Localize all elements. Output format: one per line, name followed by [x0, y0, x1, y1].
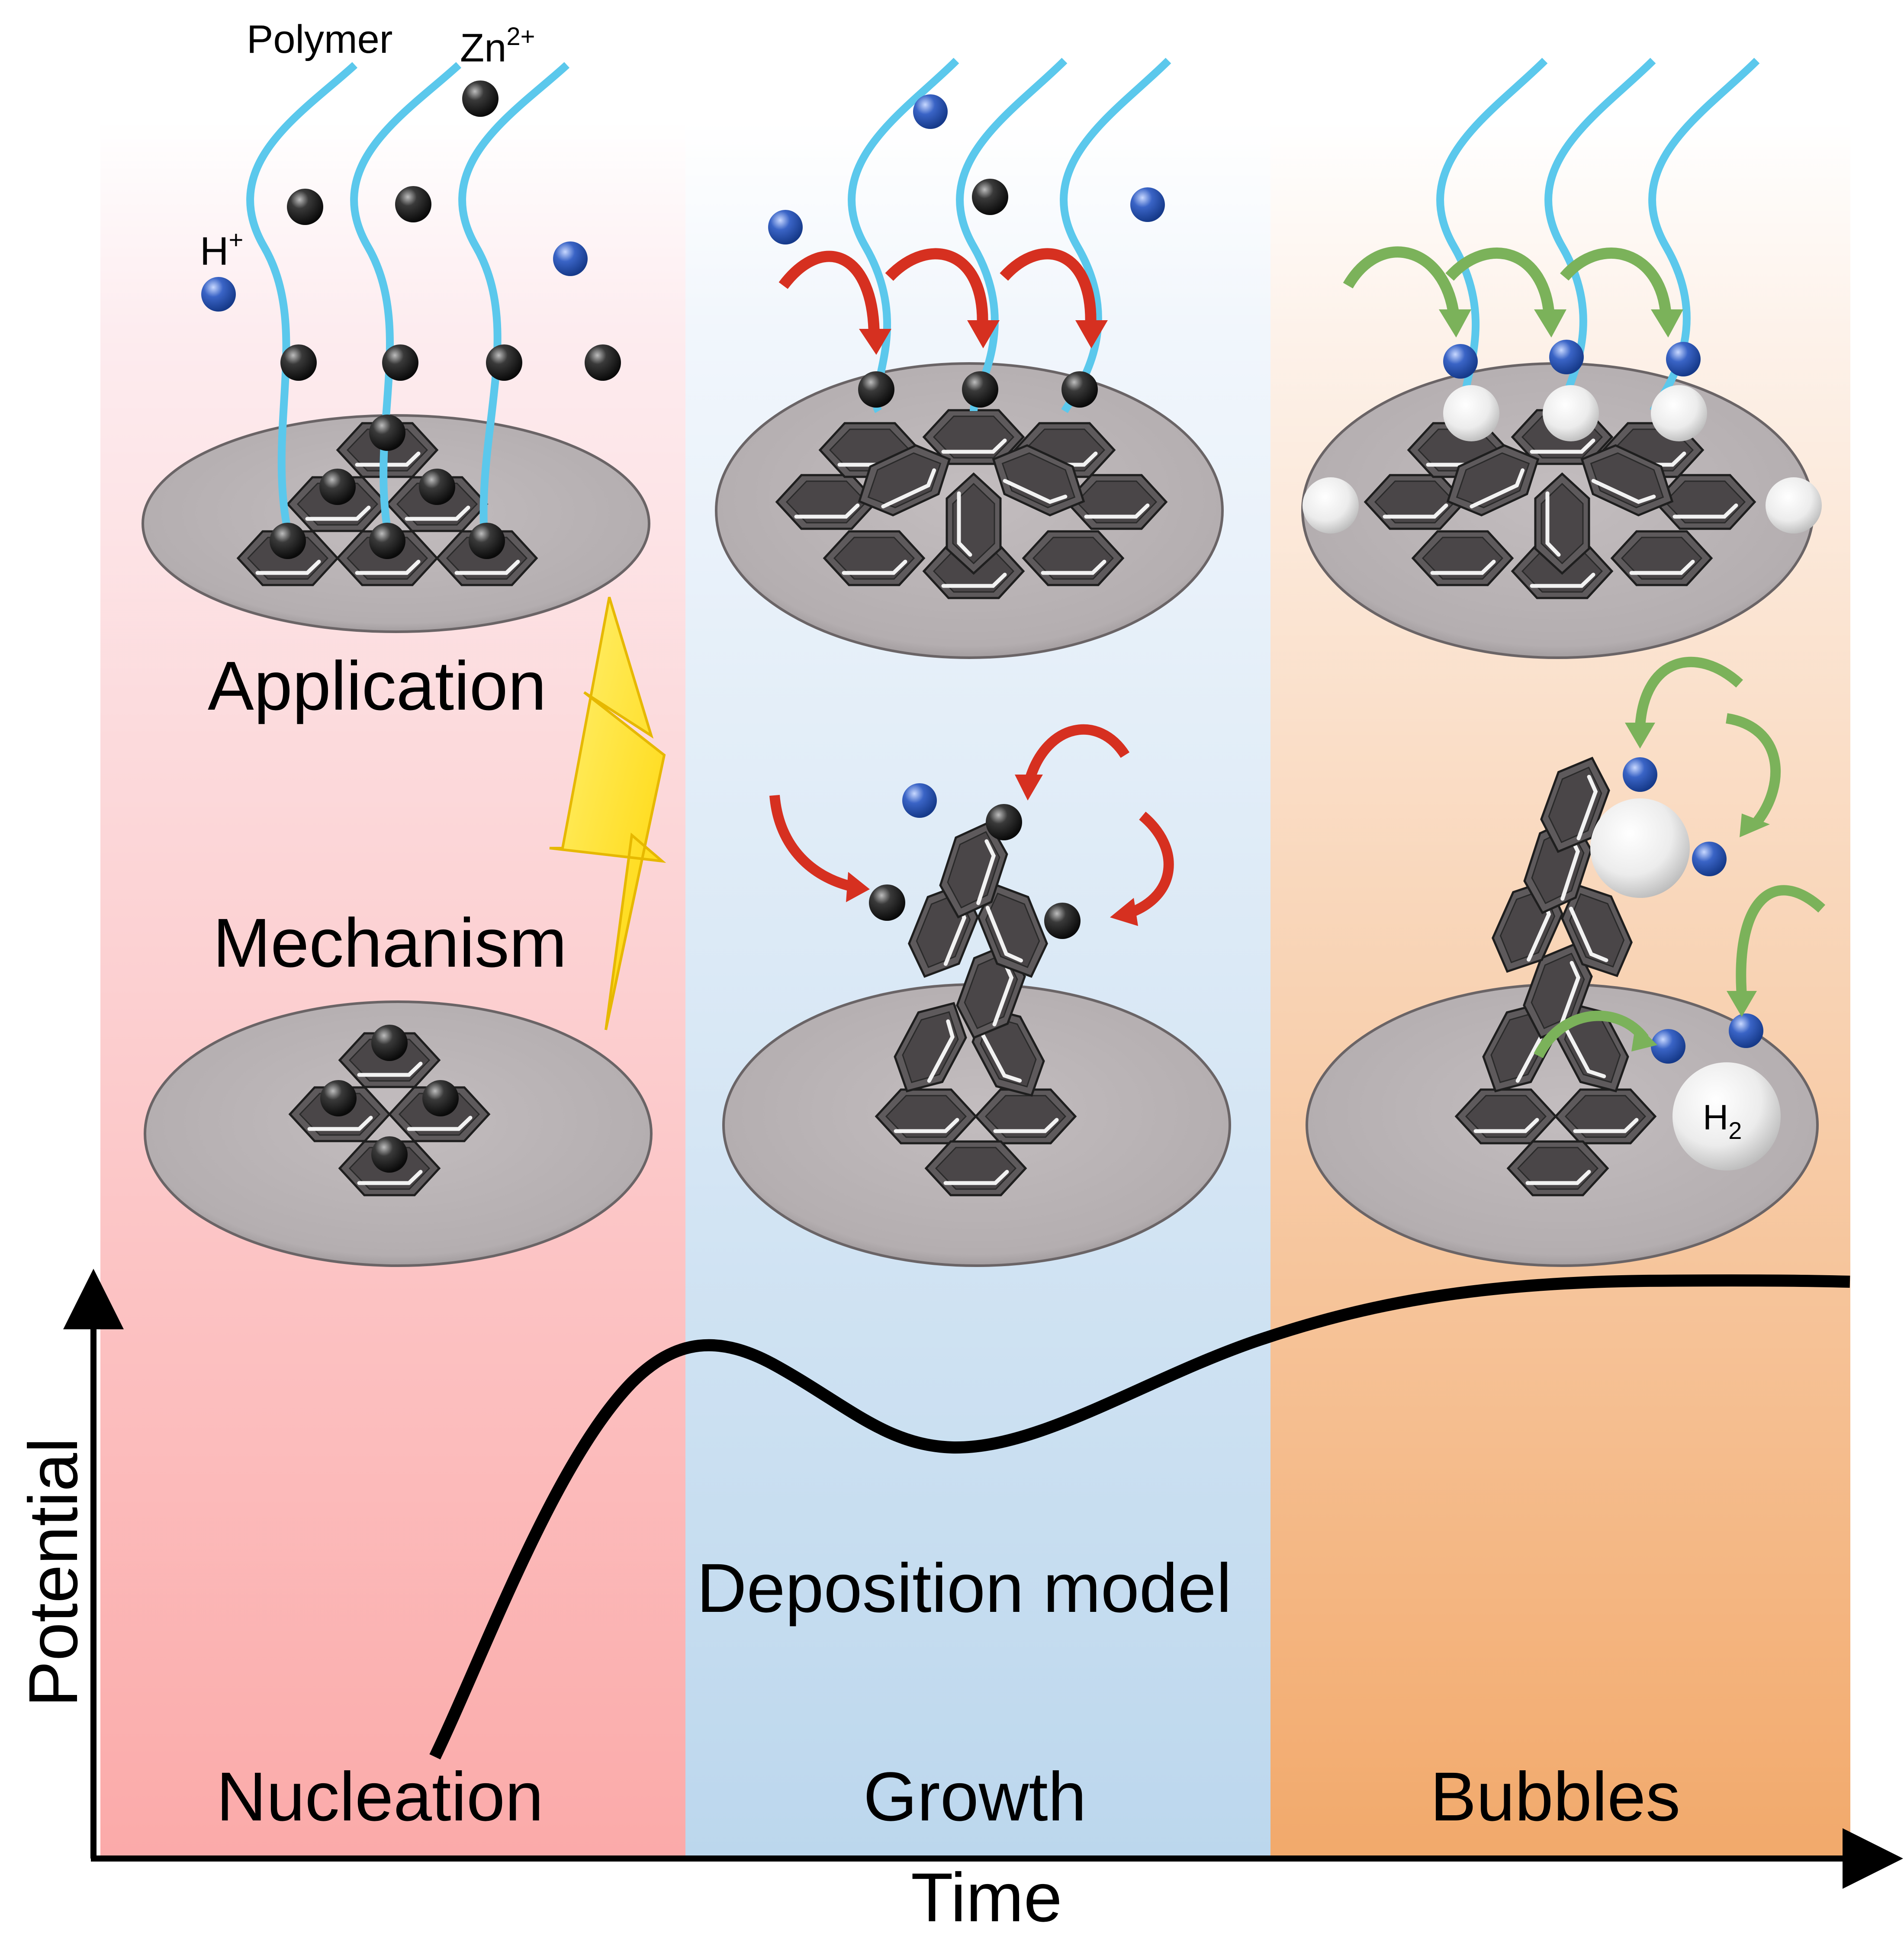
h2-label: H2 [1703, 1098, 1742, 1144]
bubbles-mechanism-scene [1306, 656, 1826, 1267]
gas-bubble-icon [1443, 385, 1499, 441]
gas-bubble-icon [1303, 477, 1359, 534]
stage-panel-nucleation [100, 121, 685, 1859]
stage-label-bubbles: Bubbles [1430, 1758, 1680, 1835]
zn-ion-label: Zn2+ [460, 23, 535, 70]
gas-bubble-icon [1651, 385, 1707, 441]
deposition-model-label: Deposition model [697, 1549, 1232, 1627]
gas-bubble-icon [1543, 385, 1599, 441]
stage-label-growth: Growth [863, 1758, 1087, 1835]
nucleation-application-scene [142, 62, 650, 633]
stage-label-nucleation: Nucleation [216, 1758, 544, 1835]
nucleation-mechanism-scene [144, 1000, 653, 1267]
growth-mechanism-scene [722, 724, 1231, 1267]
gas-bubble-icon [1590, 798, 1690, 898]
potential-curve [429, 1274, 1850, 1760]
h2-bubble-icon [1672, 1062, 1781, 1170]
polymer-label: Polymer [247, 17, 392, 61]
mechanism-label: Mechanism [213, 904, 567, 981]
y-axis-label: Potential [14, 1437, 92, 1707]
gas-bubble-icon [1766, 477, 1822, 534]
bubbles-application-scene [1301, 58, 1822, 659]
application-label: Application [208, 647, 547, 724]
x-axis-label: Time [911, 1859, 1062, 1936]
growth-application-scene [715, 58, 1224, 659]
h-ion-label: H+ [200, 226, 243, 273]
lightning-bolt-icon [549, 597, 666, 1030]
